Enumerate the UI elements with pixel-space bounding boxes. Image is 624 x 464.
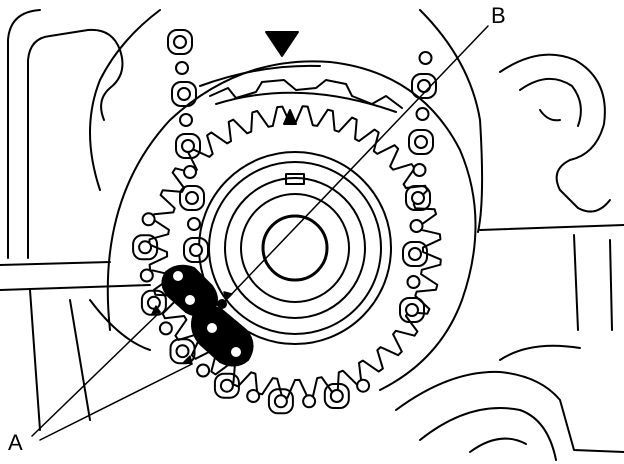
- sprocket-hub: [198, 151, 392, 345]
- sprocket-timing-mark: [283, 109, 297, 125]
- chain-roller: [139, 268, 154, 283]
- colored-chain-links: [161, 264, 254, 367]
- right-casting-hook: [499, 53, 611, 213]
- leader-b: [225, 25, 489, 301]
- chain-link-plate: [267, 388, 294, 415]
- chain-link-plate: [132, 234, 159, 261]
- chain-link-plate: [405, 185, 431, 211]
- chain-roller: [273, 394, 288, 409]
- chain-roller: [175, 344, 190, 359]
- leader-a-lower: [39, 363, 193, 441]
- chain-link-plate: [179, 185, 205, 211]
- chain-roller: [418, 51, 433, 65]
- callout-label-a: A: [8, 430, 23, 455]
- chain-link-plate: [213, 372, 240, 399]
- chain-link-plate: [402, 241, 428, 267]
- chain-link-plate: [167, 29, 193, 55]
- chain-link-plate: [140, 289, 167, 316]
- chain-roller: [179, 113, 193, 127]
- chain-roller: [146, 295, 161, 310]
- chain-roller: [412, 163, 427, 177]
- chain-roller: [181, 139, 195, 153]
- chain-roller: [219, 378, 234, 393]
- chain-roller: [415, 107, 430, 121]
- chain-roller: [189, 243, 203, 257]
- camshaft-sprocket: [148, 105, 442, 399]
- chain-link-plate: [175, 133, 201, 159]
- chain-link-plate: [183, 237, 209, 263]
- chain-roller: [175, 61, 189, 75]
- timing-marks: [265, 31, 299, 125]
- chain-link-plate: [171, 81, 197, 107]
- chain-roller: [405, 303, 419, 317]
- sprocket-teeth: [148, 105, 442, 399]
- chain-roller: [302, 394, 317, 409]
- chain-roller: [409, 219, 424, 233]
- chain-roller: [406, 275, 421, 289]
- callout-label-b: B: [491, 3, 506, 28]
- chain-roller: [141, 212, 156, 227]
- chain-roller: [356, 378, 371, 393]
- chain-roller: [138, 240, 153, 255]
- chain-roller: [417, 79, 431, 93]
- chain-roller: [177, 87, 191, 101]
- sprocket-punch-mark: [217, 299, 227, 309]
- chain-roller: [414, 135, 428, 149]
- chain-link-plate: [399, 297, 425, 323]
- lower-casting: [395, 344, 624, 461]
- engine-casting-outline: [0, 9, 624, 431]
- cover-ring: [106, 60, 477, 391]
- callout-leaders: [31, 25, 489, 441]
- upper-sprocket: [209, 79, 403, 113]
- chain-roller: [411, 191, 425, 205]
- chain-link-plate: [323, 383, 350, 409]
- upper-timing-mark: [265, 31, 299, 57]
- chain-roller: [187, 217, 201, 231]
- chain-link-plate: [169, 338, 196, 365]
- chain-roller: [329, 389, 344, 403]
- chain-roller: [246, 389, 261, 403]
- chain-link-plate: [408, 129, 434, 155]
- chain-roller: [173, 35, 187, 49]
- chain-roller: [183, 165, 197, 179]
- chain-link-plate: [411, 73, 437, 99]
- chain-roller: [408, 247, 422, 261]
- chain-roller: [185, 191, 199, 205]
- leader-a-upper: [31, 311, 161, 437]
- chain-roller: [196, 363, 211, 378]
- timing-chain: [132, 29, 437, 415]
- chain-roller: [158, 321, 173, 336]
